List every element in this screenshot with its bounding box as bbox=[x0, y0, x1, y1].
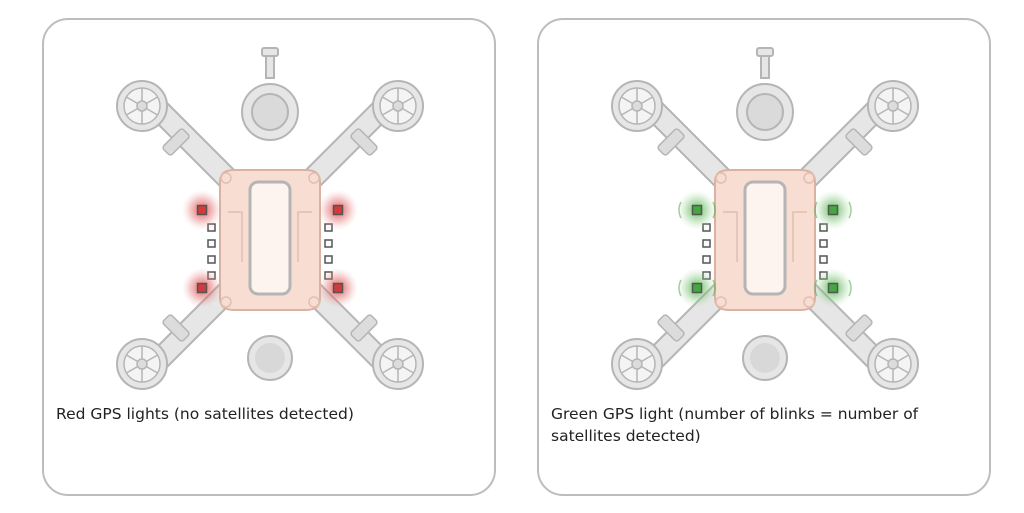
drone-diagram-green bbox=[595, 42, 935, 414]
green-gps-panel: Green GPS light (number of blinks = numb… bbox=[537, 18, 991, 496]
drone-diagram-red bbox=[100, 42, 440, 414]
caption-green-gps: Green GPS light (number of blinks = numb… bbox=[551, 405, 919, 445]
green-gps-lights bbox=[677, 190, 853, 308]
caption-red-gps: Red GPS lights (no satellites detected) bbox=[56, 405, 354, 423]
red-gps-lights bbox=[182, 190, 358, 308]
blink-indicator bbox=[678, 201, 852, 297]
red-gps-panel: Red GPS lights (no satellites detected) bbox=[42, 18, 496, 496]
